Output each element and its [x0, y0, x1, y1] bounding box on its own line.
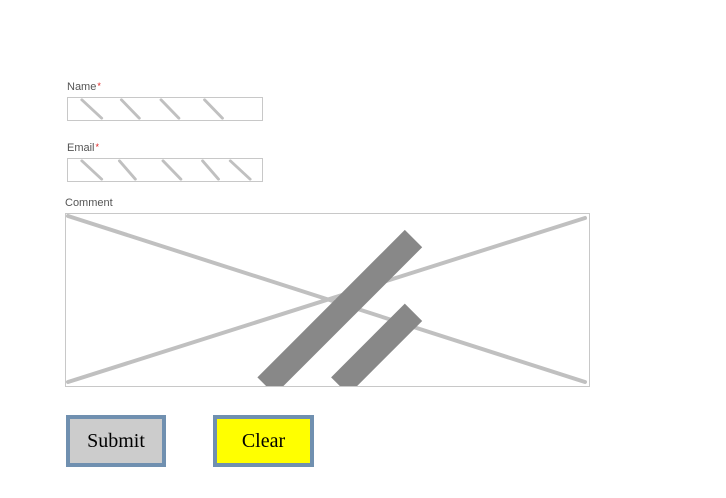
- name-field[interactable]: [67, 97, 263, 121]
- comment-textarea[interactable]: [65, 213, 590, 387]
- submit-button-label: Submit: [87, 429, 145, 452]
- required-marker: *: [97, 81, 101, 91]
- submit-button[interactable]: Submit: [66, 415, 166, 467]
- clear-button-label: Clear: [241, 429, 286, 452]
- image-placeholder-icon: [66, 214, 588, 385]
- clear-button[interactable]: Clear: [213, 415, 314, 467]
- name-label-text: Name: [67, 81, 97, 93]
- required-marker: *: [95, 142, 100, 152]
- email-label-text: Email: [67, 142, 95, 154]
- comment-label: Comment: [65, 197, 113, 209]
- resize-handle-icon[interactable]: [66, 214, 589, 386]
- comment-label-text: Comment: [65, 197, 113, 209]
- image-placeholder-icon: [80, 159, 252, 181]
- email-field[interactable]: [67, 158, 263, 182]
- name-label: Name*: [67, 81, 101, 93]
- image-placeholder-icon: [80, 98, 224, 120]
- email-label: Email*: [67, 142, 99, 154]
